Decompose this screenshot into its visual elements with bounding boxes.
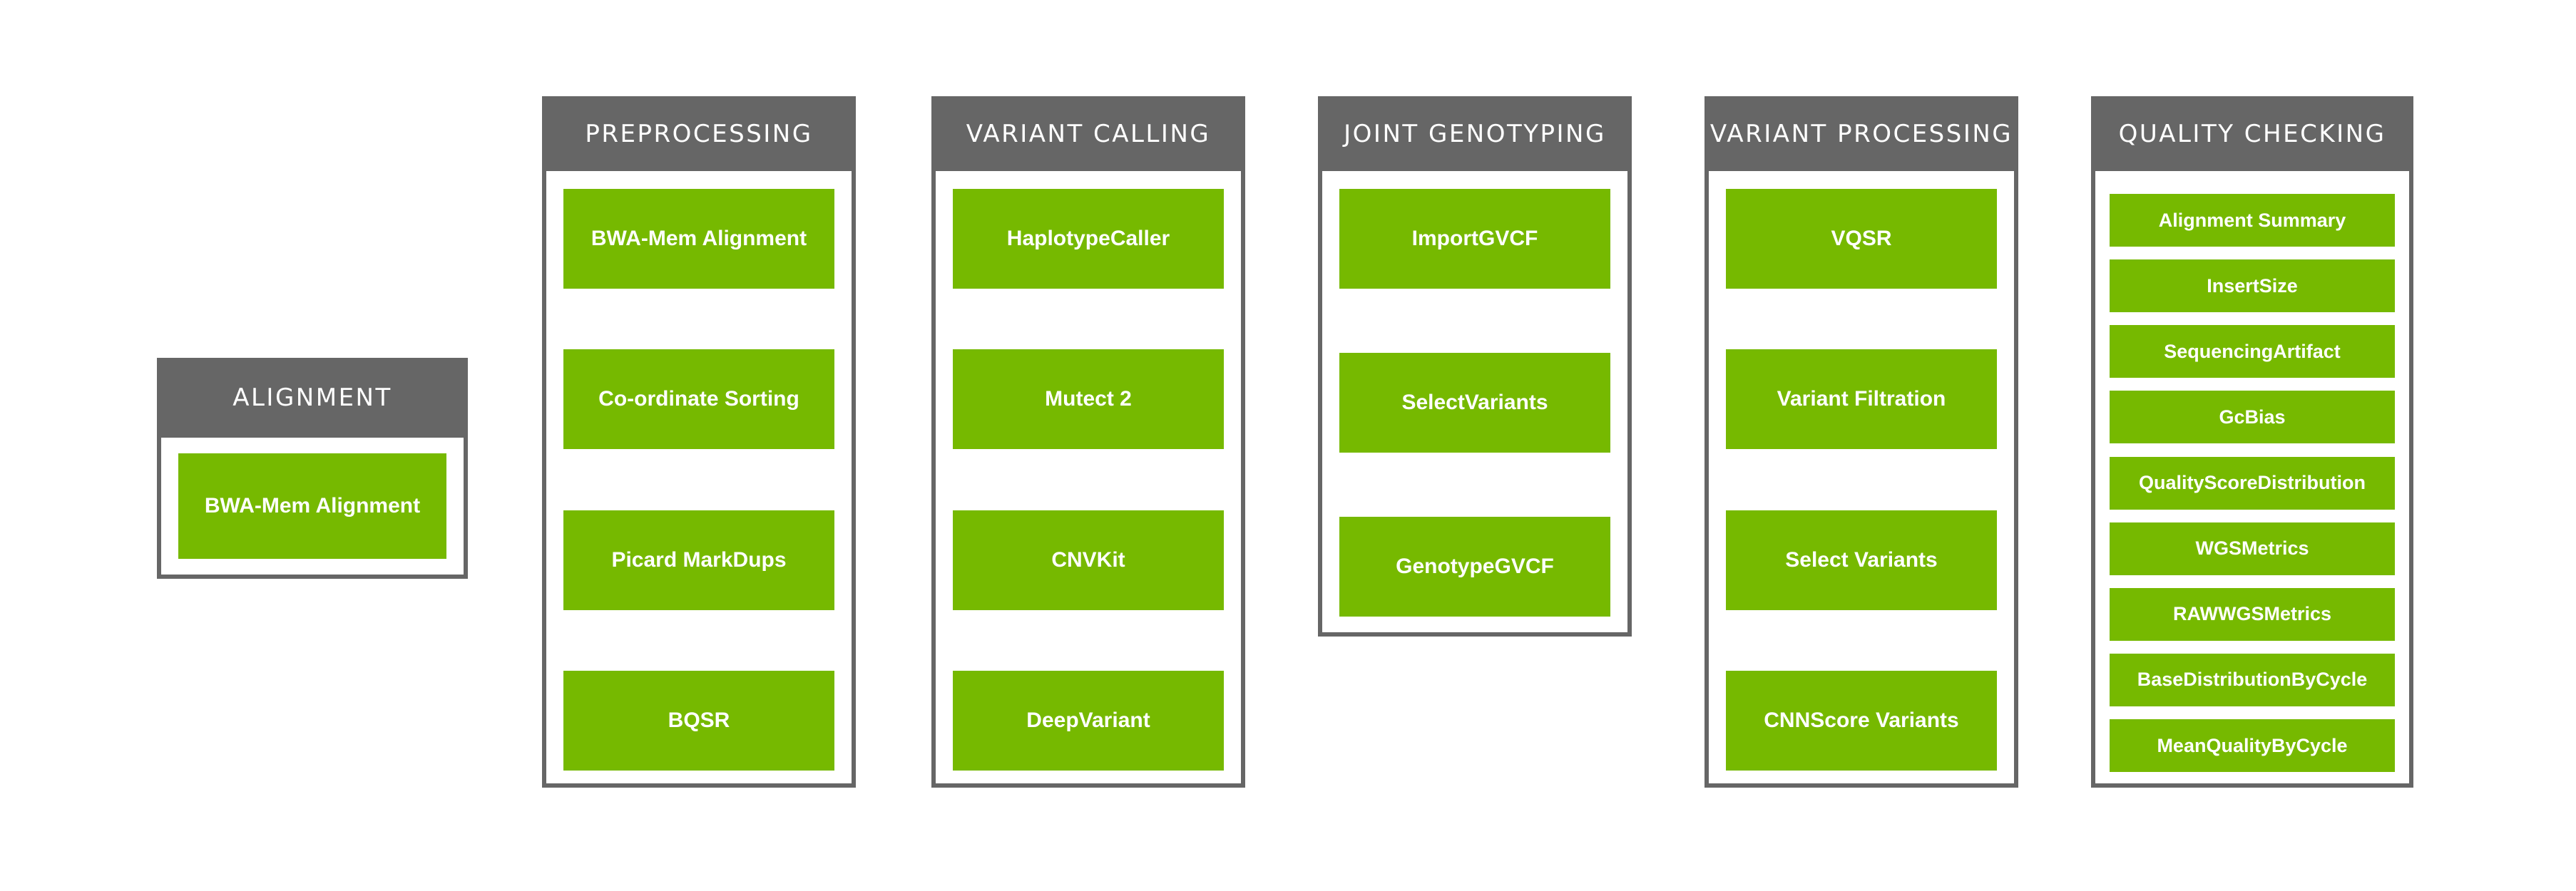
step-vqsr: VQSR	[1726, 189, 1997, 289]
stage-body-joint-genotyping: ImportGVCF SelectVariants GenotypeGVCF	[1318, 171, 1632, 637]
step-sequencingartifact: SequencingArtifact	[2110, 325, 2395, 378]
step-alignment-summary: Alignment Summary	[2110, 194, 2395, 247]
pipeline-stage-alignment: ALIGNMENT BWA-Mem Alignment	[157, 358, 468, 579]
stage-title: VARIANT CALLING	[966, 119, 1211, 148]
stage-title: JOINT GENOTYPING	[1344, 119, 1606, 148]
step-genotypegvcf: GenotypeGVCF	[1339, 517, 1610, 617]
step-selectvariants: SelectVariants	[1339, 353, 1610, 453]
step-deepvariant: DeepVariant	[953, 670, 1224, 771]
step-variant-filtration: Variant Filtration	[1726, 349, 1997, 450]
step-select-variants: Select Variants	[1726, 510, 1997, 610]
stage-header-preprocessing: PREPROCESSING	[542, 96, 856, 171]
step-bqsr: BQSR	[563, 670, 834, 771]
step-meanqualitybycycle: MeanQualityByCycle	[2110, 719, 2395, 772]
step-cnnscore-variants: CNNScore Variants	[1726, 670, 1997, 771]
stage-body-variant-processing: VQSR Variant Filtration Select Variants …	[1704, 171, 2018, 788]
pipeline-stage-variant-processing: VARIANT PROCESSING VQSR Variant Filtrati…	[1704, 96, 2018, 788]
step-mutect-2: Mutect 2	[953, 349, 1224, 450]
step-picard-markdups: Picard MarkDups	[563, 510, 834, 610]
stage-body-preprocessing: BWA-Mem Alignment Co-ordinate Sorting Pi…	[542, 171, 856, 788]
step-insertsize: InsertSize	[2110, 259, 2395, 313]
step-co-ordinate-sorting: Co-ordinate Sorting	[563, 349, 834, 450]
step-bwa-mem-alignment: BWA-Mem Alignment	[563, 189, 834, 289]
step-gcbias: GcBias	[2110, 391, 2395, 444]
pipeline-stage-joint-genotyping: JOINT GENOTYPING ImportGVCF SelectVarian…	[1318, 96, 1632, 637]
stage-body-quality-checking: Alignment Summary InsertSize SequencingA…	[2091, 171, 2413, 788]
step-bwa-mem-alignment: BWA-Mem Alignment	[178, 453, 446, 559]
step-qualityscoredistribution: QualityScoreDistribution	[2110, 456, 2395, 510]
stage-title: VARIANT PROCESSING	[1709, 119, 2013, 148]
step-haplotypecaller: HaplotypeCaller	[953, 189, 1224, 289]
pipeline-stage-quality-checking: QUALITY CHECKING Alignment Summary Inser…	[2091, 96, 2413, 788]
pipeline-stage-preprocessing: PREPROCESSING BWA-Mem Alignment Co-ordin…	[542, 96, 856, 788]
stage-header-quality-checking: QUALITY CHECKING	[2091, 96, 2413, 171]
step-rawwgsmetrics: RAWWGSMetrics	[2110, 587, 2395, 641]
step-importgvcf: ImportGVCF	[1339, 189, 1610, 289]
stage-header-variant-processing: VARIANT PROCESSING	[1704, 96, 2018, 171]
pipeline-stage-variant-calling: VARIANT CALLING HaplotypeCaller Mutect 2…	[931, 96, 1245, 788]
stage-header-variant-calling: VARIANT CALLING	[931, 96, 1245, 171]
stage-header-joint-genotyping: JOINT GENOTYPING	[1318, 96, 1632, 171]
step-basedistributionbycycle: BaseDistributionByCycle	[2110, 653, 2395, 706]
stage-title: QUALITY CHECKING	[2118, 119, 2386, 148]
stage-title: PREPROCESSING	[585, 119, 813, 148]
step-cnvkit: CNVKit	[953, 510, 1224, 610]
stage-header-alignment: ALIGNMENT	[157, 358, 468, 438]
step-wgsmetrics: WGSMetrics	[2110, 522, 2395, 575]
stage-body-alignment: BWA-Mem Alignment	[157, 438, 468, 579]
stage-title: ALIGNMENT	[232, 383, 392, 412]
stage-body-variant-calling: HaplotypeCaller Mutect 2 CNVKit DeepVari…	[931, 171, 1245, 788]
